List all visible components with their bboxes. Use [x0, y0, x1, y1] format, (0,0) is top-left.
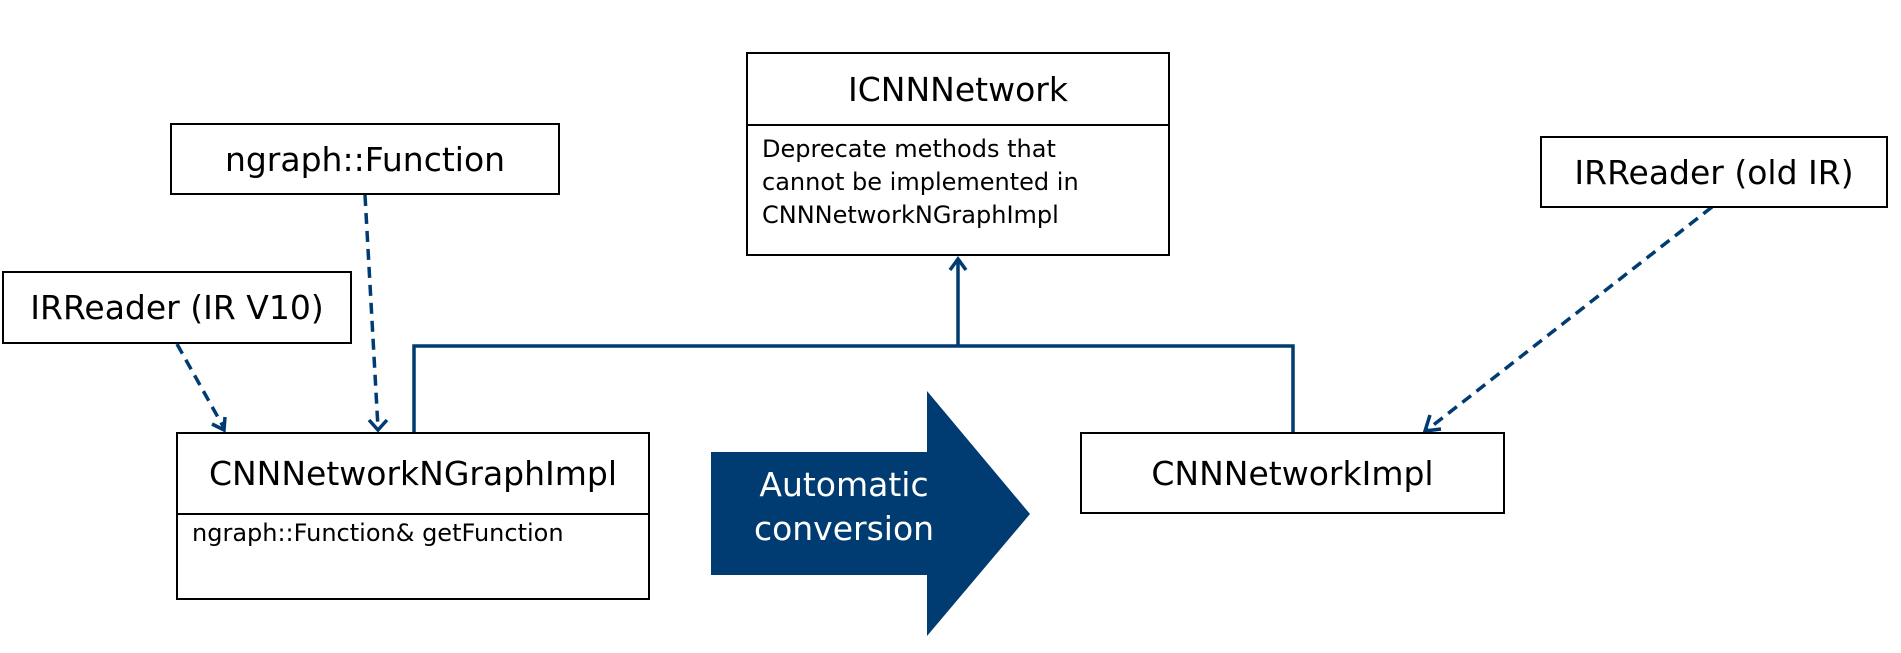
automatic-conversion-label: Automatic conversion	[753, 465, 935, 548]
cnnnetwork-ngraph-impl-title: CNNNetworkNGraphImpl	[208, 454, 618, 493]
ngraph-function-title: ngraph::Function	[224, 139, 506, 179]
dependency-arrowhead-ngraph-function	[367, 418, 389, 433]
icnnnetwork-box: ICNNNetwork Deprecate methods that canno…	[746, 52, 1170, 256]
automatic-conversion-arrow	[711, 391, 1030, 636]
ngraph-function-box: ngraph::Function	[170, 123, 560, 195]
inheritance-branch-left	[412, 344, 1295, 433]
cnnnetwork-ngraph-impl-methods: ngraph::Function& getFunction	[192, 519, 564, 547]
dependency-line-ngraph-function	[363, 194, 380, 429]
cnnnetwork-ngraph-impl-divider	[178, 513, 648, 515]
irreader-old-box: IRReader (old IR)	[1540, 136, 1888, 208]
irreader-v10-box: IRReader (IR V10)	[2, 271, 352, 344]
icnnnetwork-title: ICNNNetwork	[848, 69, 1068, 109]
cnnnetwork-impl-box: CNNNetworkImpl	[1080, 432, 1505, 514]
cnnnetwork-impl-title: CNNNetworkImpl	[1151, 453, 1434, 493]
inheritance-arrowhead	[948, 256, 968, 272]
dependency-arrowhead-irreader-old	[1422, 414, 1442, 434]
irreader-v10-title: IRReader (IR V10)	[30, 288, 324, 327]
dependency-line-irreader-old	[1425, 205, 1714, 432]
cnnnetwork-ngraph-impl-box: CNNNetworkNGraphImpl ngraph::Function& g…	[176, 432, 650, 600]
dependency-arrowhead-irreader-v10	[211, 416, 227, 433]
irreader-old-title: IRReader (old IR)	[1574, 152, 1854, 192]
icnnnetwork-methods: Deprecate methods that cannot be impleme…	[762, 135, 1079, 229]
dependency-line-irreader-v10	[175, 343, 226, 429]
icnnnetwork-divider	[748, 124, 1168, 126]
